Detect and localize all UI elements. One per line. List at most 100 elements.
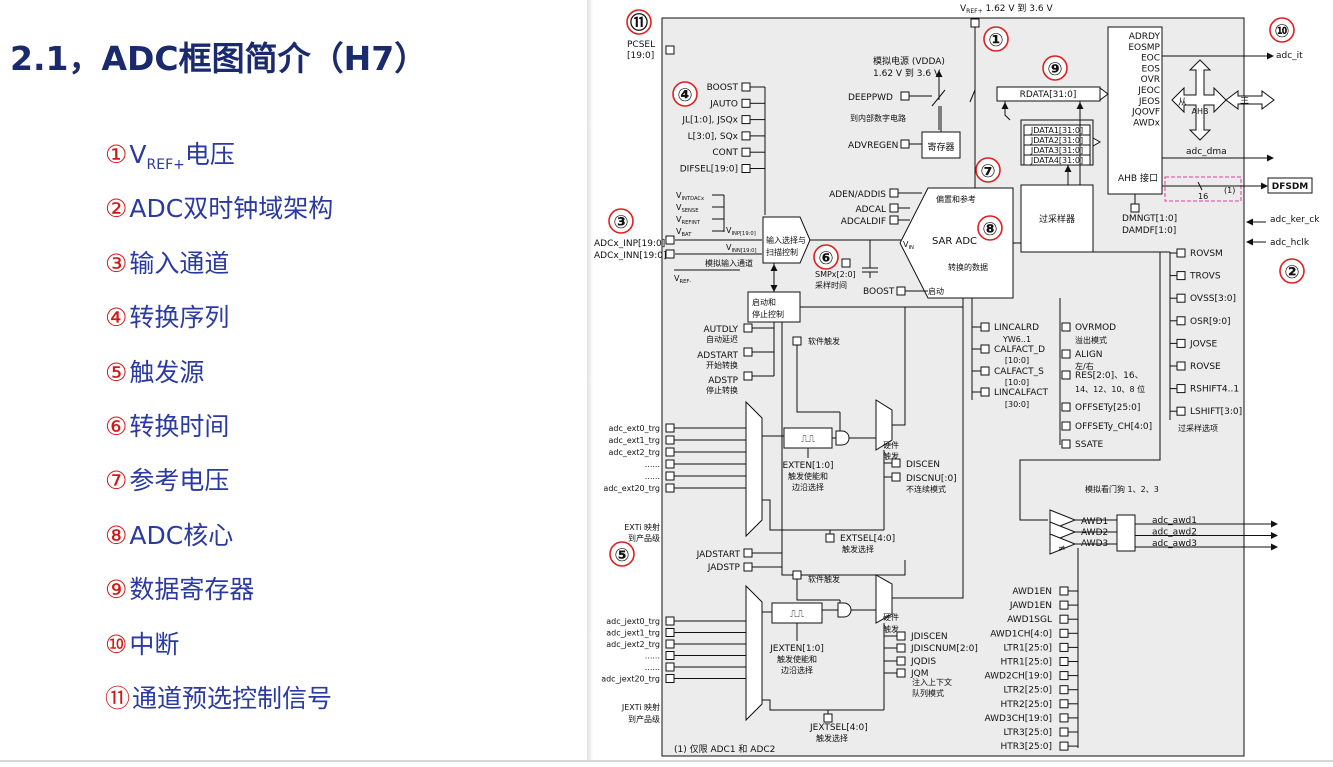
output-register-pin [1061, 349, 1071, 359]
legend-number: ③ [105, 248, 128, 278]
legend-item: ②ADC双时钟域架构 [105, 192, 333, 226]
legend-label: 转换序列 [129, 303, 230, 333]
trigger-or-mux [875, 399, 893, 451]
awd-register-label: LTR3[25:0] [1004, 728, 1053, 738]
register-box [921, 131, 961, 159]
sequence-register-label: DIFSEL[19:0] [680, 165, 738, 175]
oversampling-label: JOVSE [1189, 339, 1217, 349]
rdata-label: RDATA[31:0] [1020, 90, 1077, 100]
callout-marker: ② [1284, 262, 1299, 283]
exti-map-label: EXTi 映射 [624, 522, 660, 532]
legend-label: 中断 [129, 629, 180, 659]
awd-register-pin [1059, 642, 1069, 652]
oversampling-pin [1176, 361, 1186, 371]
awd-register-label: AWD1EN [1012, 587, 1052, 597]
ovrmod-cn: 溢出模式 [1075, 335, 1107, 345]
slave-label: 从 [1178, 97, 1187, 108]
sequence-register-label: L[3:0], SQx [688, 132, 739, 142]
jext-trigger-pin [665, 662, 675, 672]
sequence-register-pin [741, 115, 751, 125]
jsw-trigger-label: 软件触发 [808, 574, 840, 584]
ext-trigger-label: adc_ext1_trg [609, 436, 660, 445]
hw-trigger-label: 硬件 [883, 440, 899, 450]
calibration-label: CALFACT_S [994, 367, 1044, 377]
awd-register-pin [1059, 713, 1069, 723]
adcaldif-label: ADCALDIF [841, 217, 886, 227]
callout-marker-icon [672, 81, 698, 107]
jexten-label: JEXTEN[1:0] [769, 644, 824, 654]
master-label: 主 [1240, 94, 1249, 106]
awd-register-label: LTR1[25:0] [1004, 643, 1053, 653]
analog-supply-range: 1.62 V 到 3.6 V [873, 67, 941, 79]
sequence-register-label: CONT [712, 148, 738, 158]
ext-trigger-label: adc_ext0_trg [609, 424, 660, 433]
callout-marker-icon [1279, 258, 1305, 284]
arrow-head [770, 285, 778, 292]
jext-trigger-mux [745, 584, 763, 722]
smpx-pin [841, 258, 851, 268]
deeppwd-label: DEEPPWD [848, 93, 893, 103]
legend-item: ⑪通道预选控制信号 [105, 682, 332, 716]
calibration-label: LINCALRD [994, 323, 1039, 333]
flag-label: EOC [1141, 54, 1160, 64]
jhw-trigger-label-2: 触发 [883, 624, 899, 634]
hw-trigger-label-2: 触发 [883, 451, 899, 461]
footnote-label: (1) 仅限 ADC1 和 ADC2 [674, 743, 775, 755]
autdly-pin [743, 323, 753, 333]
wire [796, 579, 840, 601]
adstp-pin [743, 371, 753, 381]
edge-wave-icon: ⎍⎍ [801, 434, 815, 445]
analog-input-channel-label: 模拟输入通道 [705, 258, 753, 268]
arrow-head [1076, 102, 1084, 109]
start-stop-label-2: 停止控制 [752, 309, 784, 319]
panel-shadow [587, 0, 593, 760]
jext-trigger-label: adc_jext0_trg [606, 617, 660, 626]
callout-marker-icon [983, 26, 1009, 52]
legend-subscript: REF+ [146, 157, 185, 173]
dfsdm-dashed-box [1164, 176, 1242, 202]
jext-trigger-pin [665, 616, 675, 626]
arrow-head [1001, 102, 1009, 109]
legend-number: ⑪ [105, 684, 131, 713]
discnum-pin [891, 472, 901, 482]
callout-marker: ⑥ [818, 248, 833, 269]
extsel-cn: 触发选择 [842, 544, 874, 554]
jext-trigger-label: adc_jext1_trg [606, 629, 660, 638]
calibration-pin [980, 322, 990, 332]
callout-marker-icon [975, 157, 1001, 183]
damdf-label: DAMDF[1:0] [1122, 226, 1176, 236]
ext-trigger-mux [745, 400, 763, 538]
output-register-label: OVRMOD [1075, 323, 1116, 333]
ext-trigger-pin [665, 423, 675, 433]
input-select-block [762, 216, 811, 264]
arrow-head [1267, 154, 1274, 162]
vref-plus-label: VREF+ 1.62 V 到 3.6 V [960, 2, 1053, 15]
calibration-pin [980, 344, 990, 354]
output-register-label: ALIGN [1075, 350, 1103, 360]
jexti-map-label-2: 到产品级 [628, 714, 660, 724]
jqm-cn2: 队列模式 [912, 688, 944, 698]
awd-register-pin [1059, 600, 1069, 610]
awd-register-pin [1059, 741, 1069, 751]
jadstart-pin [743, 548, 753, 558]
legend-item: ⑧ADC核心 [105, 519, 233, 553]
flag-label: JEOS [1138, 97, 1160, 107]
supply-arrow-icon [935, 70, 943, 77]
adc-awd-label: adc_awd3 [1152, 539, 1197, 549]
ext-trigger-pin [665, 483, 675, 493]
adc-awd-label: adc_awd1 [1152, 516, 1197, 526]
legend-item: ③输入通道 [105, 247, 229, 281]
awd-register-label: HTR3[25:0] [1001, 742, 1052, 752]
footer-divider [0, 760, 1333, 762]
internal-channel-label: VBAT [676, 227, 692, 238]
boost2-pin [896, 286, 906, 296]
legend-number: ④ [105, 303, 128, 333]
arrow-head [770, 264, 778, 271]
arrow-head [1271, 543, 1278, 551]
arrow-head [1246, 238, 1253, 246]
watchdog-label: 模拟看门狗 1、2、3 [1085, 484, 1159, 494]
oversampling-label: ROVSE [1190, 362, 1221, 372]
jdata-label: JDATA4[31:0] [1030, 156, 1083, 165]
jext-trigger-label: adc_jext2_trg [606, 640, 660, 649]
calibration-bits: [30:0] [1005, 400, 1029, 409]
